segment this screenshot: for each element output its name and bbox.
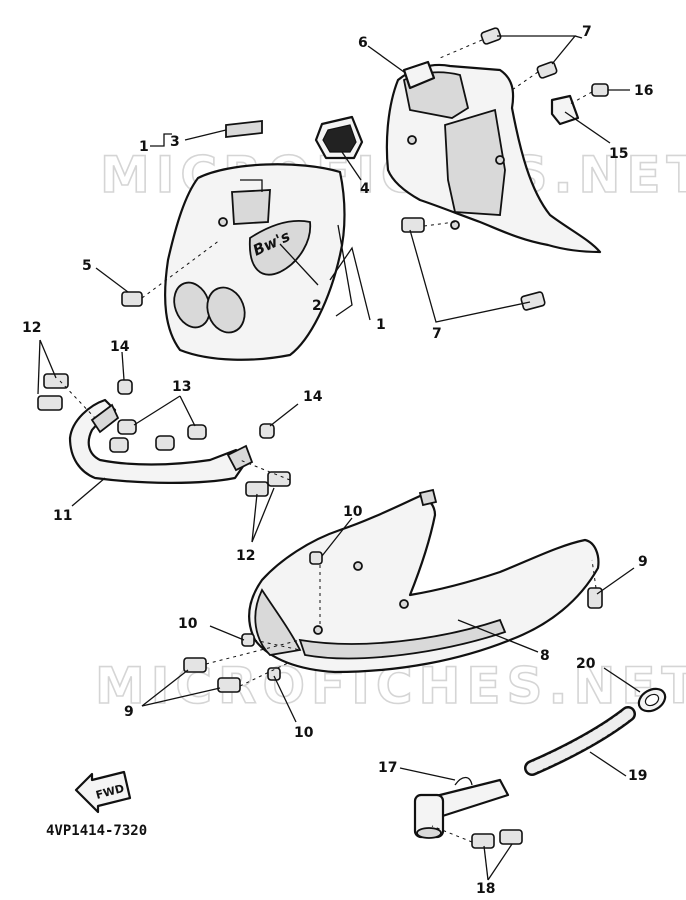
hose-part xyxy=(524,706,636,776)
callout-1a: 1 xyxy=(139,139,149,155)
screw-9c xyxy=(587,587,603,609)
bolt-18b xyxy=(499,829,523,845)
callout-19: 19 xyxy=(628,768,647,784)
bolt-12c xyxy=(267,471,291,487)
callout-3: 3 xyxy=(170,134,180,150)
callout-2: 2 xyxy=(312,298,322,314)
nut-10a xyxy=(309,551,323,565)
grille-part xyxy=(314,115,364,160)
clip-part xyxy=(550,94,580,126)
callout-10a: 10 xyxy=(343,504,363,520)
callout-12a: 12 xyxy=(22,320,41,336)
screw-5 xyxy=(121,291,143,307)
callout-17: 17 xyxy=(378,760,397,776)
lower-cover-part xyxy=(248,488,600,674)
callout-14b: 14 xyxy=(303,389,323,405)
callout-18: 18 xyxy=(476,881,495,897)
callout-20: 20 xyxy=(576,656,596,672)
damper-13a xyxy=(117,419,137,435)
stand-part xyxy=(413,776,510,839)
damper-13b xyxy=(109,437,129,453)
nut-14a xyxy=(117,379,133,395)
screw-16 xyxy=(591,83,609,97)
assembly-lines xyxy=(59,39,597,843)
damper-13d xyxy=(187,424,207,440)
callout-15: 15 xyxy=(609,146,628,162)
callout-12b: 12 xyxy=(236,548,255,564)
callout-8: 8 xyxy=(540,648,550,664)
callout-9a: 9 xyxy=(124,704,134,720)
callout-13: 13 xyxy=(172,379,191,395)
callout-9b: 9 xyxy=(638,554,648,570)
callout-labels: 1 3 4 5 2 1 6 7 16 15 7 12 14 13 14 11 1… xyxy=(22,24,653,897)
callout-10b: 10 xyxy=(178,616,198,632)
screw-7d xyxy=(520,291,546,311)
footrest-bracket-part xyxy=(68,398,254,484)
callout-5: 5 xyxy=(82,258,92,274)
callout-16: 16 xyxy=(634,83,653,99)
callout-14a: 14 xyxy=(110,339,130,355)
callout-10c: 10 xyxy=(294,725,314,741)
damper-13c xyxy=(155,435,175,451)
decal-part xyxy=(225,119,263,139)
fwd-arrow-icon: FWD xyxy=(74,770,132,814)
screw-7b xyxy=(536,61,558,79)
bolt-12a xyxy=(43,373,69,389)
nut-14b xyxy=(259,423,275,439)
nut-10c xyxy=(267,667,281,681)
screw-9b xyxy=(217,677,241,693)
callout-6: 6 xyxy=(358,35,368,51)
figure-code: 4VP1414-7320 xyxy=(46,823,147,839)
screw-9a xyxy=(183,657,207,673)
bolt-18a xyxy=(471,833,495,849)
bolt-12b xyxy=(37,395,63,411)
bolt-12d xyxy=(245,481,269,497)
clamp-part xyxy=(637,687,667,713)
front-cover-part: Bw's xyxy=(164,163,346,361)
callout-7a: 7 xyxy=(582,24,592,40)
inner-cover-part xyxy=(385,60,602,254)
callout-1b: 1 xyxy=(376,317,386,333)
callout-4: 4 xyxy=(360,181,370,197)
leader-lines xyxy=(37,35,641,881)
screw-7c xyxy=(401,217,425,233)
callout-11: 11 xyxy=(53,508,72,524)
screw-7a xyxy=(480,27,502,45)
callout-7b: 7 xyxy=(432,326,442,342)
